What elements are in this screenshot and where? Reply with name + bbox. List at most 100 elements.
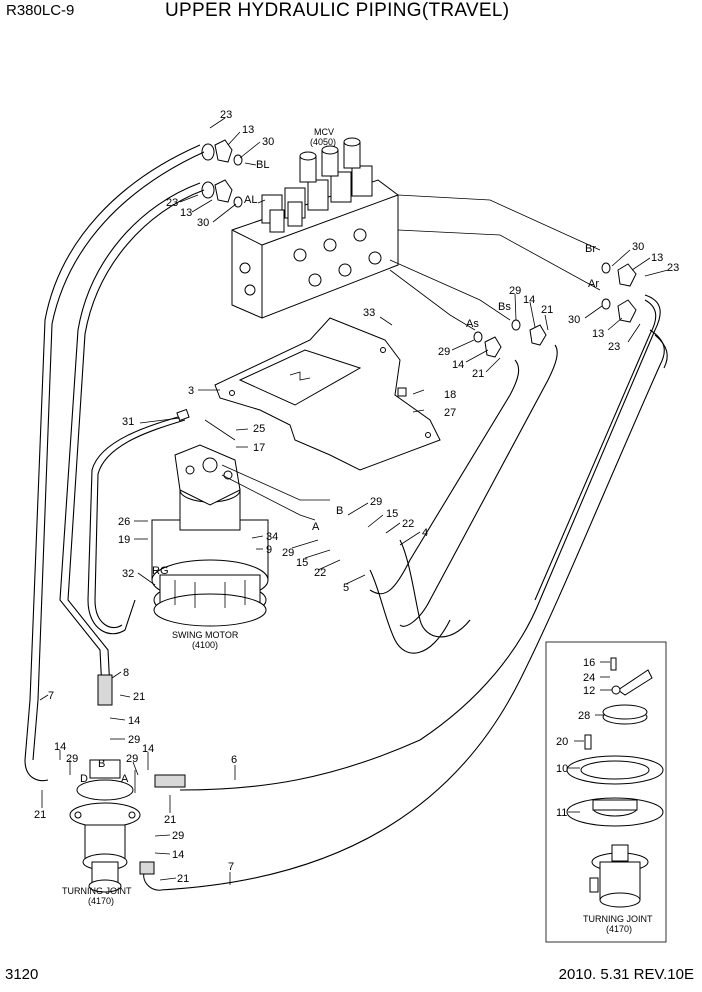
part-6: 6 xyxy=(231,754,237,766)
flange-ar xyxy=(601,298,637,323)
part-15: 15 xyxy=(386,508,398,520)
swing-motor-code: (4100) xyxy=(192,640,218,650)
detail-part-28: 28 xyxy=(578,710,590,722)
hose-6-fitting xyxy=(134,770,186,793)
mounting-bracket xyxy=(214,317,441,471)
part-22: 22 xyxy=(314,567,326,579)
part-27: 27 xyxy=(444,407,456,419)
leader-lines xyxy=(39,117,669,885)
part-30: 30 xyxy=(262,136,274,148)
page-number: 3120 xyxy=(5,966,39,983)
part-7: 7 xyxy=(228,861,234,873)
hose-7-fitting-lower xyxy=(139,861,163,891)
part-7: 7 xyxy=(48,690,54,702)
mcv-code: (4050) xyxy=(310,137,336,147)
hoses-mcv-to-turning-joint xyxy=(24,144,668,891)
turning-joint-main xyxy=(69,759,141,893)
part-21: 21 xyxy=(541,304,553,316)
flange-al xyxy=(201,179,243,208)
flange-bl xyxy=(201,139,243,166)
part-29: 29 xyxy=(66,753,78,765)
detail-panel-frame xyxy=(545,641,667,943)
part-29: 29 xyxy=(438,346,450,358)
part-8: 8 xyxy=(123,667,129,679)
swing-motor-assembly xyxy=(151,444,269,627)
detail-part-10: 10 xyxy=(556,763,568,775)
port-label-as: As xyxy=(466,318,479,330)
part-29: 29 xyxy=(126,753,138,765)
turning-joint-detail-label: TURNING JOINT xyxy=(583,914,653,924)
part-34: 34 xyxy=(266,531,278,543)
port-label-b-swing: B xyxy=(336,505,343,517)
part-21: 21 xyxy=(177,873,189,885)
flange-as xyxy=(473,331,502,358)
port-label-a-swing: A xyxy=(312,521,320,533)
part-21: 21 xyxy=(133,691,145,703)
part-29: 29 xyxy=(128,734,140,746)
flange-br xyxy=(601,262,637,287)
part-25: 25 xyxy=(253,423,265,435)
part-9: 9 xyxy=(266,544,272,556)
page-title: UPPER HYDRAULIC PIPING(TRAVEL) xyxy=(165,0,510,21)
detail-parts xyxy=(566,657,664,908)
part-17: 17 xyxy=(253,442,265,454)
detail-part-12: 12 xyxy=(583,685,595,697)
part-14: 14 xyxy=(172,849,184,861)
part-13: 13 xyxy=(651,252,663,264)
part-14: 14 xyxy=(452,359,464,371)
part-5: 5 xyxy=(343,582,349,594)
mcv-label: MCV xyxy=(314,127,334,137)
turning-joint-label: TURNING JOINT xyxy=(62,886,132,896)
part-14: 14 xyxy=(128,715,140,727)
port-label-d-tj: D xyxy=(80,773,88,785)
part-23: 23 xyxy=(220,109,232,121)
detail-part-11: 11 xyxy=(556,807,567,819)
part-23: 23 xyxy=(608,341,620,353)
turning-joint-code: (4170) xyxy=(88,896,114,906)
model-code: R380LC-9 xyxy=(6,2,75,19)
revision-date: 2010. 5.31 REV.10E xyxy=(558,966,694,983)
part-21: 21 xyxy=(472,368,484,380)
part-21: 21 xyxy=(34,809,46,821)
hose-8-fitting xyxy=(97,674,113,706)
part-13: 13 xyxy=(242,124,254,136)
part-29: 29 xyxy=(172,830,184,842)
part-32: 32 xyxy=(122,568,134,580)
detail-part-20: 20 xyxy=(556,736,568,748)
swing-motor-label: SWING MOTOR xyxy=(172,630,239,640)
port-label-al: AL xyxy=(244,194,257,206)
mcv-valve-block xyxy=(231,137,399,319)
port-label-br: Br xyxy=(585,243,596,255)
part-19: 19 xyxy=(118,534,130,546)
part-14: 14 xyxy=(54,741,66,753)
part-29: 29 xyxy=(282,547,294,559)
part-13: 13 xyxy=(180,207,192,219)
part-4: 4 xyxy=(422,527,428,539)
part-31: 31 xyxy=(122,416,134,428)
flange-bs xyxy=(511,319,547,346)
detail-part-24: 24 xyxy=(583,672,595,684)
part-30: 30 xyxy=(632,241,644,253)
port-label-bl: BL xyxy=(256,159,269,171)
port-label-rg: RG xyxy=(152,565,169,577)
part-14: 14 xyxy=(523,294,535,306)
part-30: 30 xyxy=(568,314,580,326)
part-15: 15 xyxy=(296,557,308,569)
part-29: 29 xyxy=(370,496,382,508)
part-21: 21 xyxy=(164,814,176,826)
port-label-b-tj: B xyxy=(98,758,105,770)
part-3: 3 xyxy=(188,385,194,397)
port-label-bs: Bs xyxy=(498,301,511,313)
turning-joint-detail-code: (4170) xyxy=(606,924,632,934)
part-callouts: 23 13 30 23 13 30 30 13 23 30 13 23 33 2… xyxy=(34,109,679,885)
part-23: 23 xyxy=(667,262,679,274)
part-13: 13 xyxy=(592,328,604,340)
port-label-ar: Ar xyxy=(588,278,599,290)
part-30: 30 xyxy=(197,217,209,229)
part-22: 22 xyxy=(402,518,414,530)
part-18: 18 xyxy=(444,389,456,401)
detail-part-16: 16 xyxy=(583,657,595,669)
part-29: 29 xyxy=(509,285,521,297)
part-23: 23 xyxy=(166,197,178,209)
